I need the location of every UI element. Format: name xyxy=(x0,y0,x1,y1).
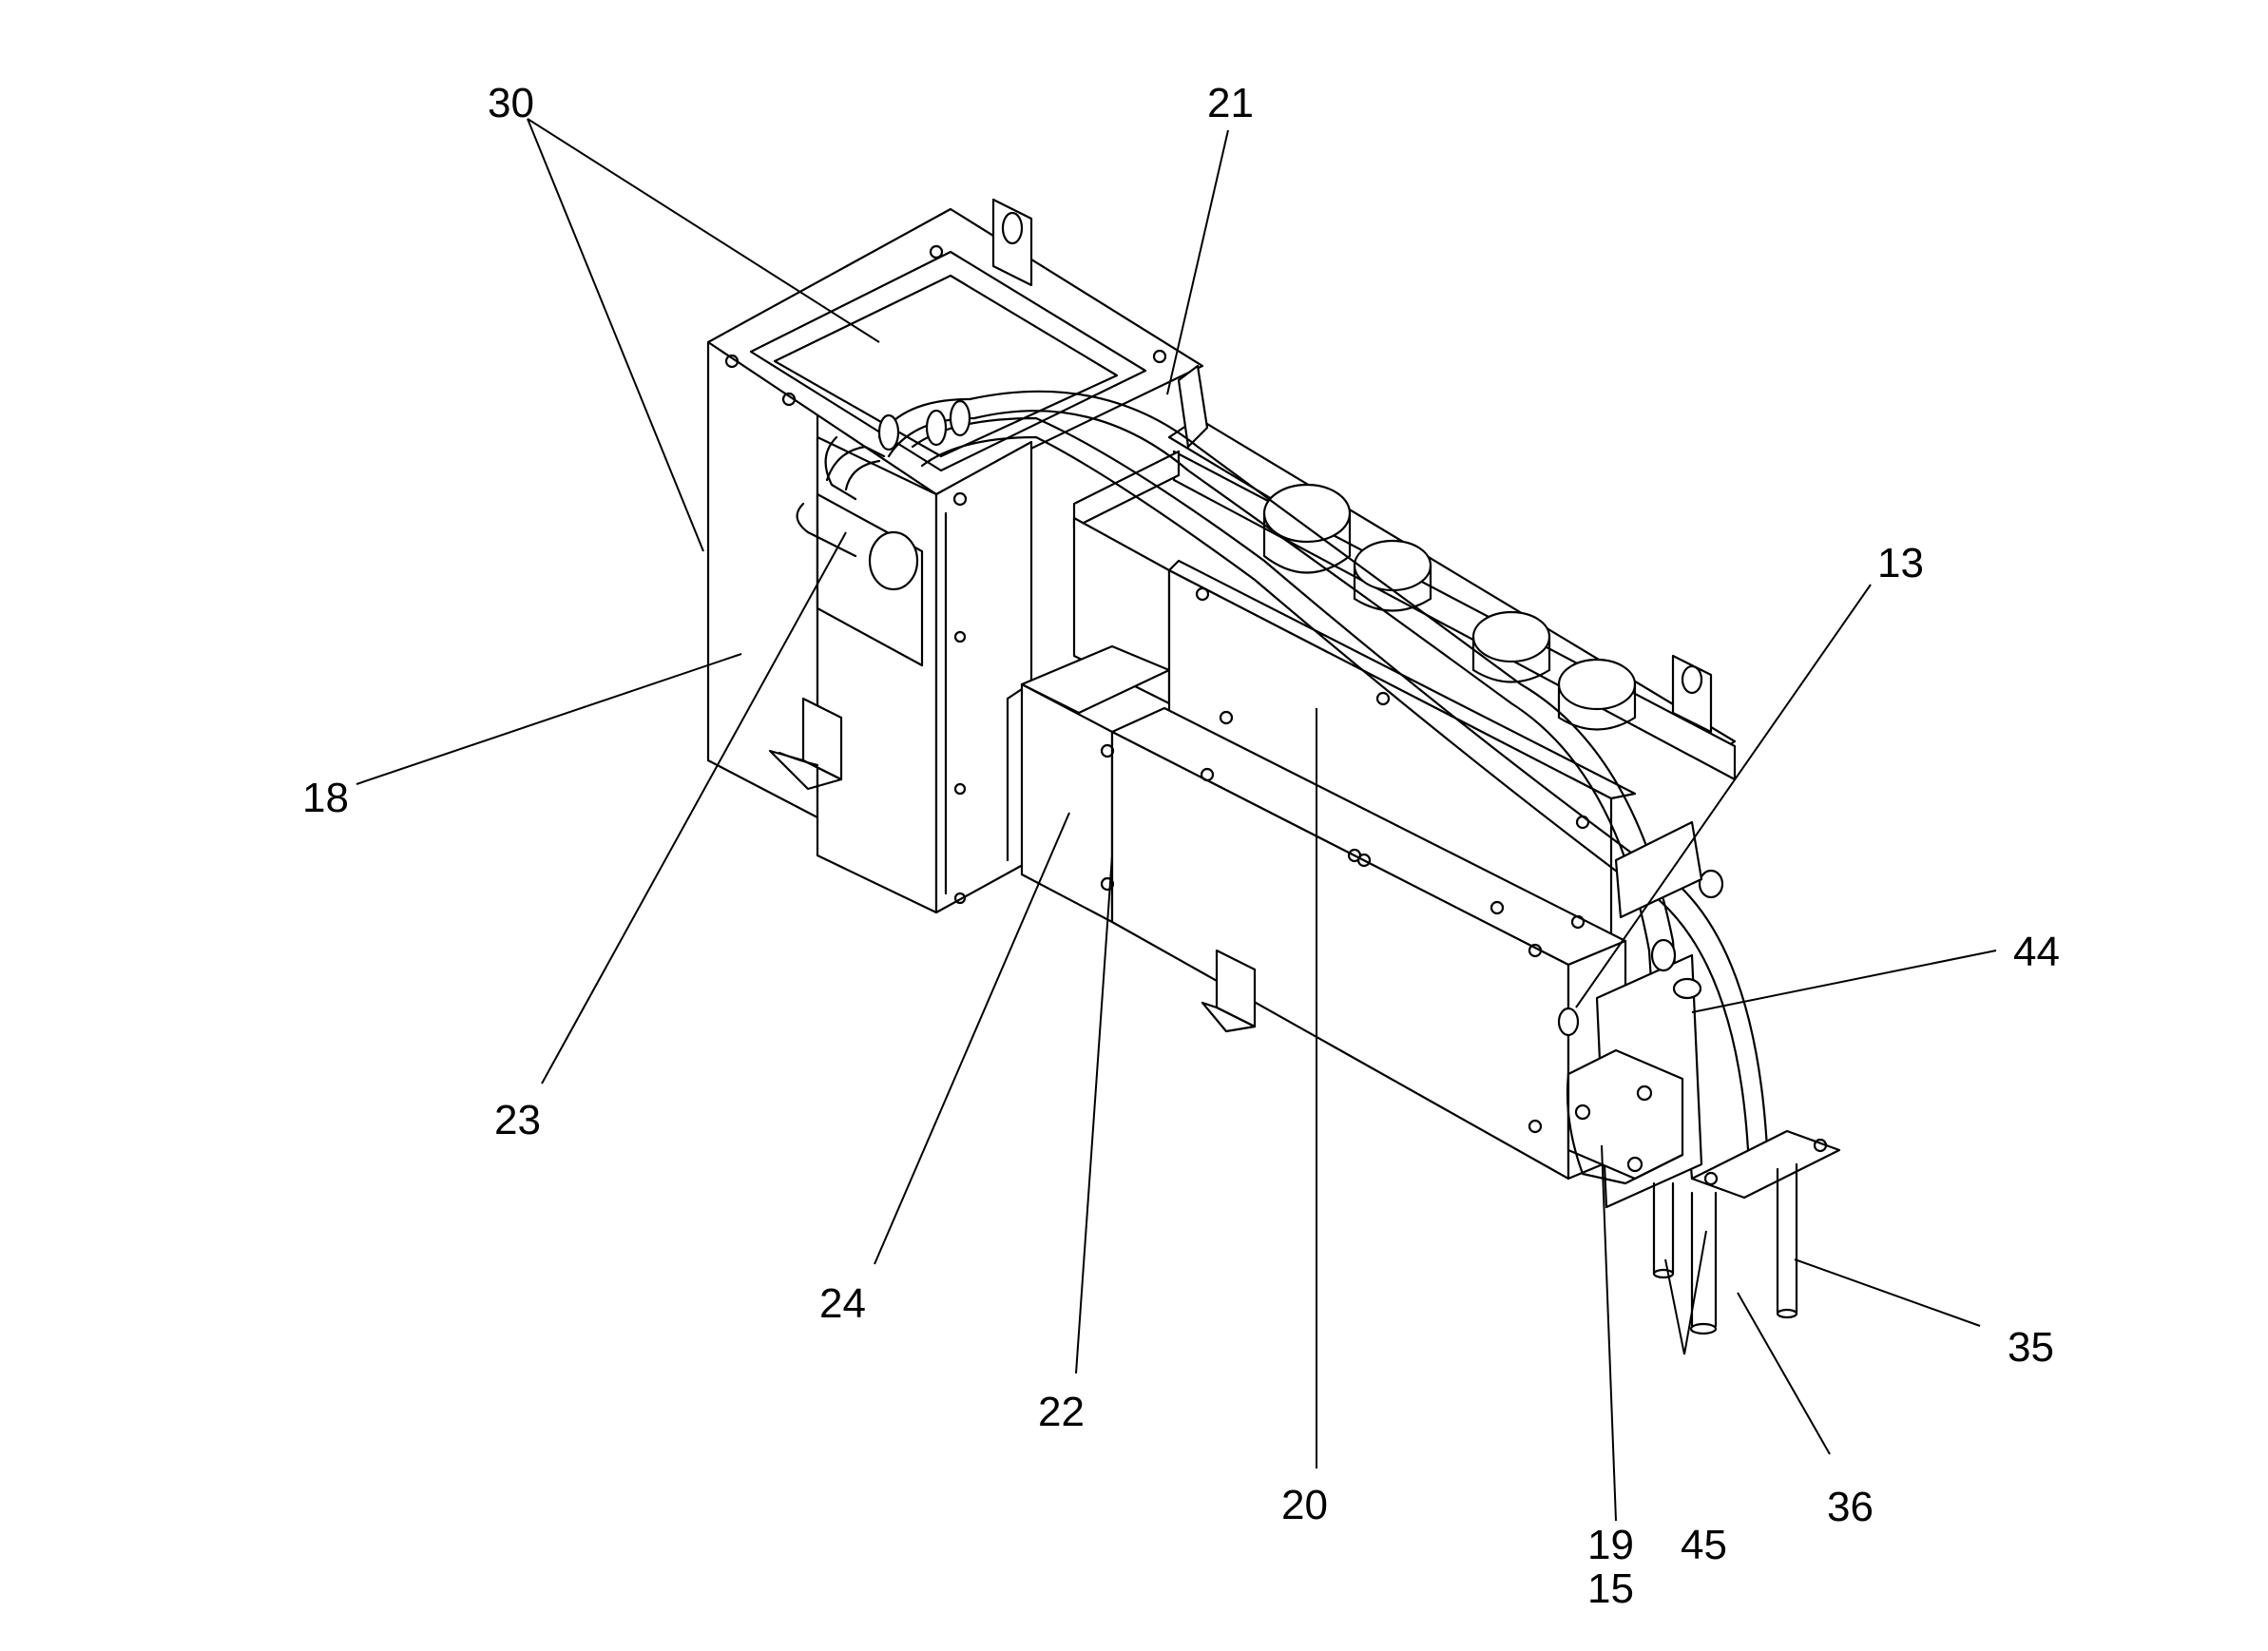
top-caps xyxy=(1262,483,1713,734)
callout-13: 13 xyxy=(1877,540,1924,586)
callout-45: 45 xyxy=(1681,1522,1727,1568)
leader-23 xyxy=(541,531,847,1085)
callout-15: 15 xyxy=(1587,1565,1634,1612)
callout-19: 19 xyxy=(1587,1522,1634,1568)
leader-13 xyxy=(1575,584,1872,1008)
leader-24 xyxy=(874,812,1070,1265)
callout-21: 21 xyxy=(1207,80,1254,126)
callout-labels: 30 21 13 44 18 23 24 22 20 19 15 45 36 3… xyxy=(302,80,2060,1612)
leader-44 xyxy=(1691,950,1997,1013)
leader-35 xyxy=(1794,1258,1981,1327)
leader-45a xyxy=(1664,1258,1685,1355)
leader-36 xyxy=(1737,1292,1831,1455)
leader-30a xyxy=(527,118,880,343)
leader-45b xyxy=(1683,1230,1707,1355)
leader-18 xyxy=(356,653,742,785)
leader-lines xyxy=(356,118,1997,1522)
callout-22: 22 xyxy=(1038,1389,1085,1435)
callout-20: 20 xyxy=(1281,1482,1328,1528)
leader-19-15 xyxy=(1601,1144,1617,1522)
callout-44: 44 xyxy=(2013,929,2060,975)
right-fittings xyxy=(1557,820,1841,1335)
callout-23: 23 xyxy=(494,1097,541,1143)
callout-30: 30 xyxy=(488,80,534,126)
leader-21 xyxy=(1166,129,1229,395)
leader-30b xyxy=(527,118,704,552)
leader-22 xyxy=(1075,854,1113,1374)
callout-18: 18 xyxy=(302,775,349,821)
callout-36: 36 xyxy=(1827,1484,1874,1530)
hoses xyxy=(825,390,1770,1181)
callout-24: 24 xyxy=(819,1280,866,1327)
callout-35: 35 xyxy=(2008,1324,2054,1371)
